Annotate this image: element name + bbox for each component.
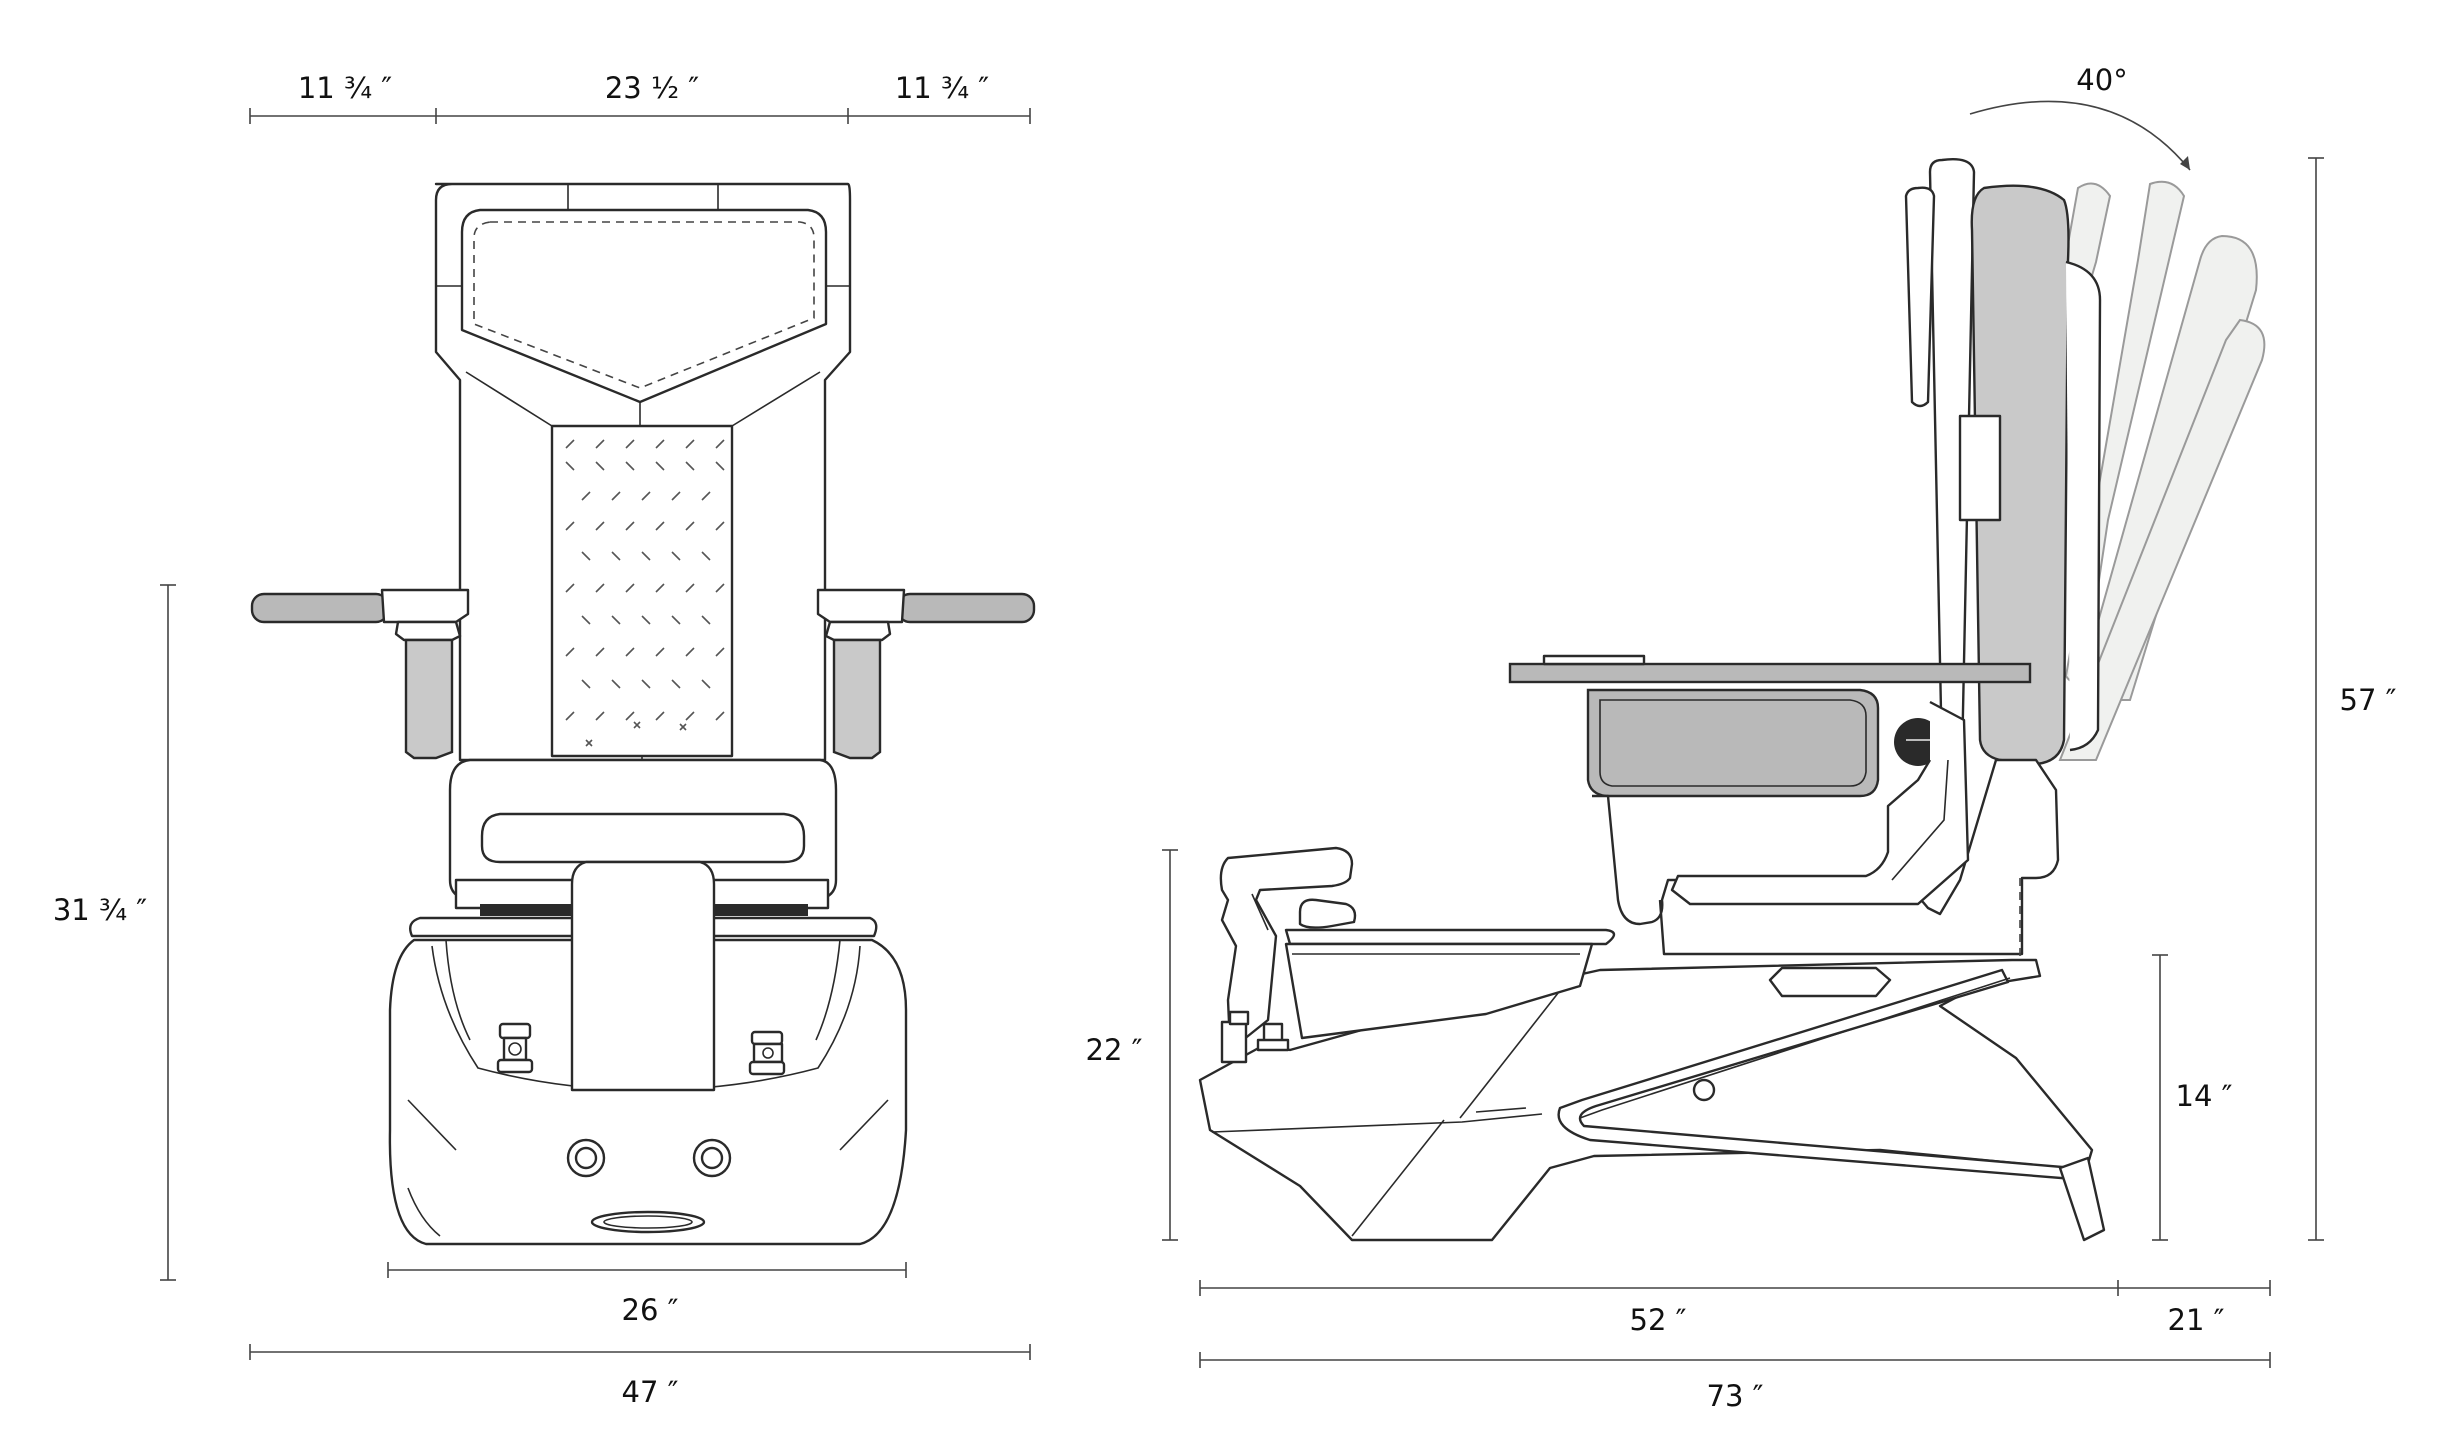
dim-front-top-left: 11 ¾ ″ (298, 71, 392, 105)
dim-front-base-width: 26 ″ (622, 1293, 679, 1327)
front-right-jet (692, 1138, 732, 1178)
side-faucet-nozzle (1298, 898, 1357, 929)
side-support-strut (1557, 968, 2088, 1182)
front-right-armrest (816, 588, 1036, 760)
dim-side-total-length: 73 ″ (1707, 1379, 1764, 1413)
side-total-length-dimension-line (1199, 1352, 2271, 1368)
side-basin-height-dimension-line (1162, 849, 1178, 1241)
front-back-massage-panel (550, 424, 734, 758)
dim-recline-angle: 40° (2076, 63, 2127, 97)
side-back-panel-plate (1958, 414, 2002, 522)
side-faucet-valves (1220, 1010, 1290, 1064)
side-base-height-dimension-line (2152, 954, 2168, 1241)
side-frame-badge (1768, 966, 1892, 998)
front-footrest-column (570, 860, 716, 1092)
side-frame-bolt (1692, 1078, 1716, 1102)
dim-front-height: 31 ¾ ″ (53, 893, 147, 927)
front-left-armrest (250, 588, 470, 760)
front-basin-body (388, 938, 908, 1246)
side-back-cushion (1970, 184, 2070, 766)
front-base-dimension-line (387, 1262, 907, 1278)
side-basin-rim (1284, 928, 1616, 946)
dim-front-top-center: 23 ½ ″ (605, 71, 699, 105)
front-height-dimension-line (160, 584, 176, 1281)
side-view: 40° 57 ″ 22 ″ 14 ″ 52 ″ 2 (1086, 63, 2397, 1413)
side-total-height-dimension-line (2308, 157, 2324, 1241)
dim-side-length-extension: 21 ″ (2168, 1303, 2225, 1337)
dim-side-total-height: 57 ″ (2340, 683, 2397, 717)
side-basin-body (1284, 942, 1594, 1040)
front-total-width-dimension-line (249, 1344, 1031, 1360)
dim-side-basin-height: 22 ″ (1086, 1033, 1143, 1067)
front-drain (590, 1210, 706, 1234)
front-top-dimension-line (249, 108, 1031, 124)
front-headrest-pillow (460, 208, 828, 404)
recline-angle-arc (1969, 100, 2191, 171)
dim-side-length-main: 52 ″ (1630, 1303, 1687, 1337)
front-left-jet (566, 1138, 606, 1178)
dim-front-top-right: 11 ¾ ″ (895, 71, 989, 105)
front-diamond-stitch-pattern (565, 439, 725, 747)
side-seat-tray (1508, 662, 2032, 684)
side-arm-panel (1586, 688, 1880, 798)
front-seat-inner-pad (480, 812, 806, 864)
dim-side-base-height: 14 ″ (2176, 1079, 2233, 1113)
front-left-faucet (496, 1022, 534, 1074)
side-headrest-guard (1904, 186, 1936, 408)
side-length-dimension-line (1199, 1280, 2271, 1296)
dim-front-total-width: 47 ″ (622, 1375, 679, 1409)
front-headrest-stitching (473, 221, 815, 389)
front-view: 11 ¾ ″ 23 ½ ″ 11 ¾ ″ 31 ¾ ″ 26 ″ 47 ″ (53, 71, 1036, 1409)
front-right-faucet (748, 1030, 786, 1076)
